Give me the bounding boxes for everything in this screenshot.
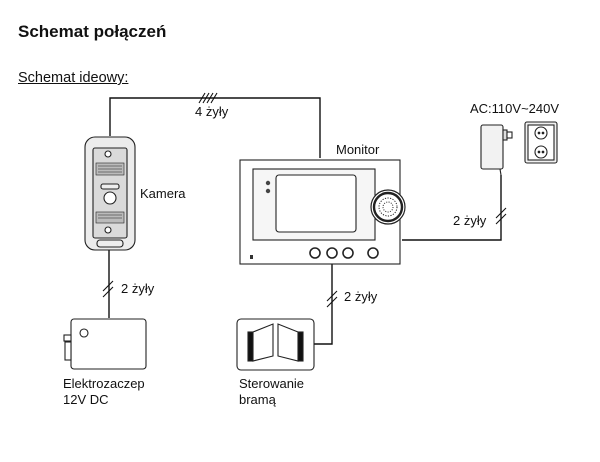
gate-label-line2: bramą <box>239 392 276 407</box>
wire-monitor-power <box>402 175 502 241</box>
monitor-unit <box>239 159 406 265</box>
power-label: AC:110V~240V <box>470 101 560 116</box>
monitor-buttons <box>309 247 379 259</box>
camera-unit <box>84 136 136 251</box>
wall-socket <box>524 121 558 164</box>
wire-camera-monitor <box>109 97 321 158</box>
power-adapter <box>480 124 513 176</box>
wire-marks-4 <box>198 92 218 104</box>
wire-label-camera-monitor: 4 żyły <box>195 104 229 119</box>
wire-monitor-gate <box>314 262 333 345</box>
electric-lock <box>63 318 147 370</box>
wire-marks-2-gate <box>326 290 338 308</box>
wire-marks-2-lock <box>102 280 114 298</box>
gate-label-line1: Sterowanie <box>239 376 305 391</box>
lock-label-line1: Elektrozaczep <box>63 376 145 391</box>
monitor-label: Monitor <box>336 142 380 157</box>
wire-label-monitor-gate: 2 żyły <box>344 289 378 304</box>
wire-marks-2-power <box>495 207 507 225</box>
wire-label-monitor-power: 2 żyły <box>453 213 487 228</box>
diagram-subtitle: Schemat ideowy: <box>18 70 129 86</box>
wire-label-camera-lock: 2 żyły <box>121 281 155 296</box>
camera-label: Kamera <box>140 186 186 201</box>
page-title: Schemat połączeń <box>18 22 167 41</box>
lock-label-line2: 12V DC <box>63 392 109 407</box>
gate-control <box>236 318 315 371</box>
